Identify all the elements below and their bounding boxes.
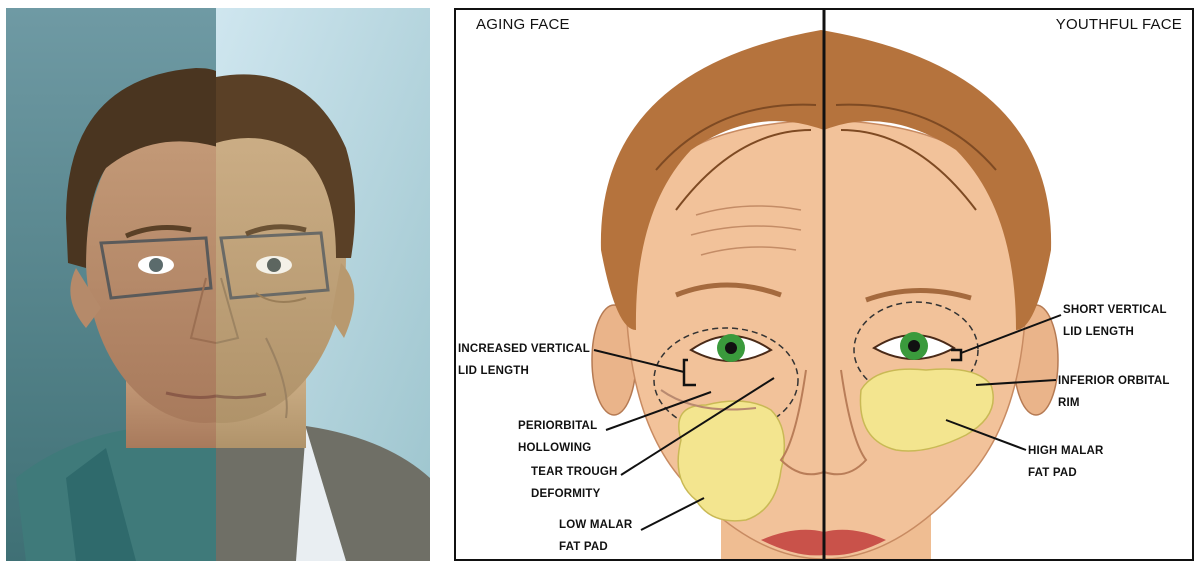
- label-short-vertical-lid-length: SHORT VERTICAL LID LENGTH: [1063, 299, 1167, 343]
- split-face-photo-svg: [6, 8, 430, 561]
- label-tear-trough-deformity: TEAR TROUGH DEFORMITY: [531, 461, 618, 505]
- label-increased-vertical-lid-length: INCREASED VERTICAL LID LENGTH: [458, 338, 590, 382]
- label-low-malar-fat-pad: LOW MALAR FAT PAD: [559, 514, 632, 558]
- aging-vs-youthful-diagram: AGING FACE YOUTHFUL FACE INCREASED VERTI…: [454, 8, 1194, 561]
- label-high-malar-fat-pad: HIGH MALAR FAT PAD: [1028, 440, 1103, 484]
- youthful-face-header: YOUTHFUL FACE: [1056, 16, 1182, 33]
- left-pupil: [725, 342, 737, 354]
- leader-low-malar: [641, 498, 704, 530]
- aging-face-header: AGING FACE: [476, 16, 570, 33]
- face-outline: [626, 120, 1027, 559]
- right-pupil: [908, 340, 920, 352]
- split-face-photo: [6, 8, 430, 561]
- label-inferior-orbital-rim: INFERIOR ORBITAL RIM: [1058, 370, 1170, 414]
- label-periorbital-hollowing: PERIORBITAL HOLLOWING: [518, 415, 597, 459]
